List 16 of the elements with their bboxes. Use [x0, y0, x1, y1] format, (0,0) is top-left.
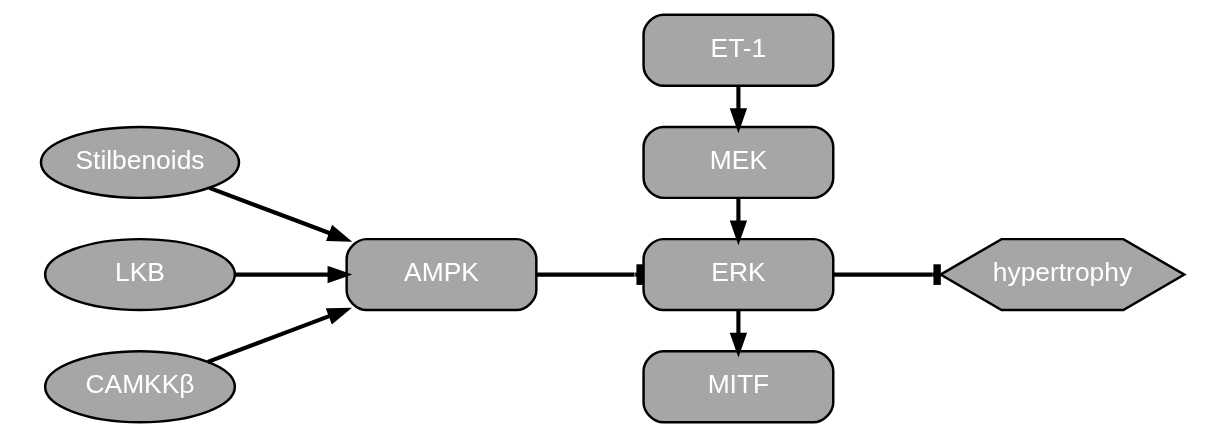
arrow: [235, 265, 353, 284]
arrow: [729, 86, 748, 134]
node-box: MEK: [642, 125, 835, 200]
node-box: ET-1: [642, 13, 835, 87]
arrow: [208, 185, 353, 242]
arrow: [207, 307, 352, 364]
node-ellipse: Stilbenoids: [39, 125, 241, 200]
arrow: [729, 198, 748, 246]
node-ellipse: CAMKKβ: [43, 350, 237, 424]
connector: [833, 264, 941, 285]
node-ellipse: LKB: [43, 237, 237, 312]
connector: [536, 264, 644, 285]
node-box: ERK: [642, 237, 835, 312]
arrow: [729, 310, 748, 358]
node-box: AMPK: [345, 237, 538, 312]
node-box: MITF: [642, 350, 835, 424]
